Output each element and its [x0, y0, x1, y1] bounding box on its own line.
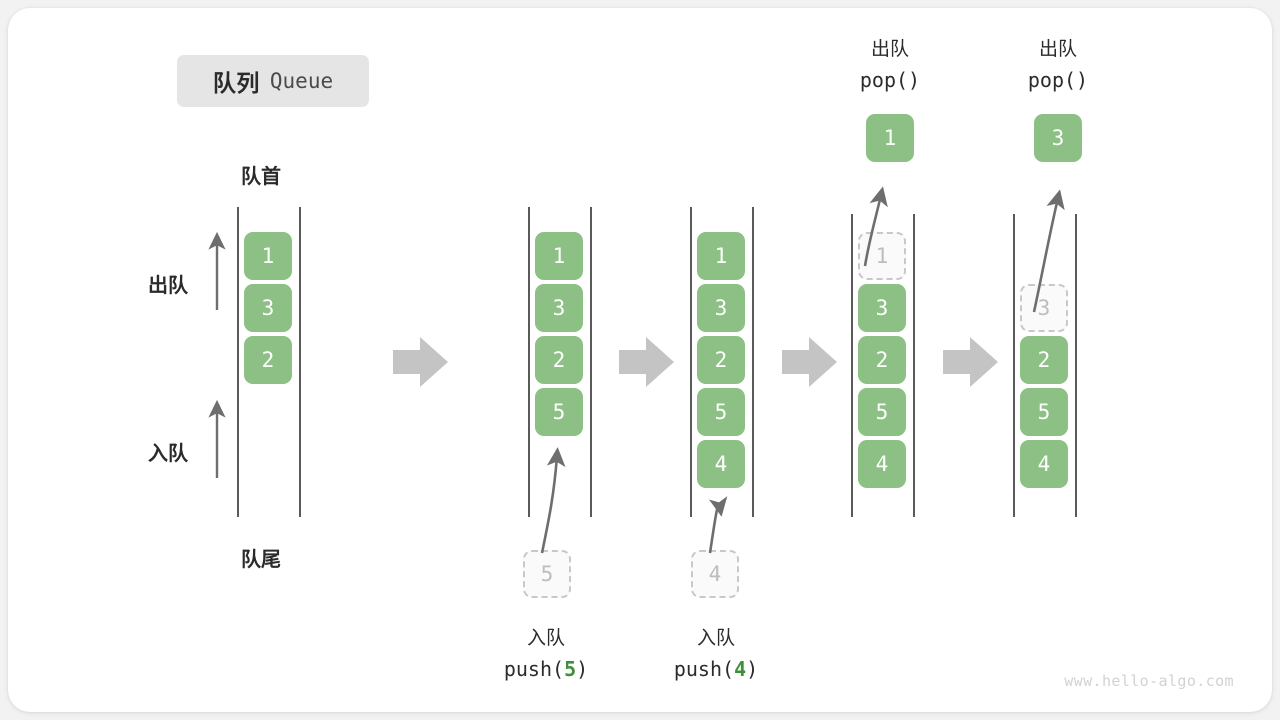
queue-cell: 3	[535, 284, 583, 332]
queue-cell: 1	[697, 232, 745, 280]
stage-separator-arrow	[393, 337, 448, 387]
queue-rail-left-3	[690, 207, 692, 517]
push-caption-cn-2: 入队	[696, 628, 735, 649]
incoming-ghost-cell: 5	[523, 550, 571, 598]
push-arrow-1	[540, 447, 566, 554]
pop-caption-cn-2: 出队	[1038, 39, 1077, 60]
queue-cell: 1	[535, 232, 583, 280]
pop-caption-code-1: pop()	[859, 68, 921, 92]
queue-cell: 4	[858, 440, 906, 488]
queue-cell: 2	[858, 336, 906, 384]
queue-rail-right-3	[752, 207, 754, 517]
queue-cell: 3	[697, 284, 745, 332]
queue-cell: 2	[697, 336, 745, 384]
stage-separator-arrow	[619, 337, 674, 387]
incoming-ghost-cell: 4	[691, 550, 739, 598]
push-caption-cn-1: 入队	[526, 628, 565, 649]
diagram-title-chip: 队列 Queue	[177, 55, 369, 107]
dequeue-label: 出队	[148, 275, 188, 297]
queue-rail-right-4	[913, 214, 915, 517]
queue-cell: 4	[1020, 440, 1068, 488]
queue-rail-left-2	[528, 207, 530, 517]
head-label: 队首	[241, 166, 281, 188]
tail-label: 队尾	[241, 549, 281, 571]
queue-rail-right-5	[1075, 214, 1077, 517]
queue-rail-left-4	[851, 214, 853, 517]
push-code-num-1: 5	[564, 657, 577, 681]
queue-cell: 2	[244, 336, 292, 384]
pop-caption-cn-1: 出队	[870, 39, 909, 60]
title-chinese: 队列	[212, 70, 260, 96]
push-code-suffix-1: )	[576, 657, 589, 681]
title-english: Queue	[269, 69, 334, 93]
queue-cell: 3	[244, 284, 292, 332]
queue-rail-right-1	[299, 207, 301, 517]
stage-separator-arrow	[782, 337, 837, 387]
enqueue-label: 入队	[148, 443, 188, 465]
popped-result-cell: 3	[1034, 114, 1082, 162]
queue-cell: 5	[858, 388, 906, 436]
push-code-num-2: 4	[734, 657, 747, 681]
queue-cell: 5	[1020, 388, 1068, 436]
queue-cell: 4	[697, 440, 745, 488]
push-arrow-2	[708, 496, 728, 554]
queue-cell: 5	[697, 388, 745, 436]
queue-rail-left-5	[1013, 214, 1015, 517]
queue-cell: 2	[535, 336, 583, 384]
popped-result-cell: 1	[866, 114, 914, 162]
queue-cell: 2	[1020, 336, 1068, 384]
queue-rail-right-2	[590, 207, 592, 517]
push-code-prefix-2: push(	[673, 657, 735, 681]
pop-caption-code-2: pop()	[1027, 68, 1089, 92]
queue-cell: 5	[535, 388, 583, 436]
push-caption-code-1: push(5)	[456, 657, 636, 681]
stage-separator-arrow	[943, 337, 998, 387]
arrow-overlay	[208, 186, 1065, 554]
push-caption-code-2: push(4)	[626, 657, 806, 681]
queue-rail-left-1	[237, 207, 239, 517]
diagram-card: 队列 Queue 队首 队尾 出队 入队 1 3 2 1 3 2 5 5 入队 …	[8, 8, 1272, 712]
watermark: www.hello-algo.com	[1064, 672, 1234, 690]
queue-cell-removed: 1	[858, 232, 906, 280]
queue-cell: 3	[858, 284, 906, 332]
push-code-suffix-2: )	[746, 657, 759, 681]
push-code-prefix-1: push(	[503, 657, 565, 681]
queue-cell-removed: 3	[1020, 284, 1068, 332]
queue-cell: 1	[244, 232, 292, 280]
